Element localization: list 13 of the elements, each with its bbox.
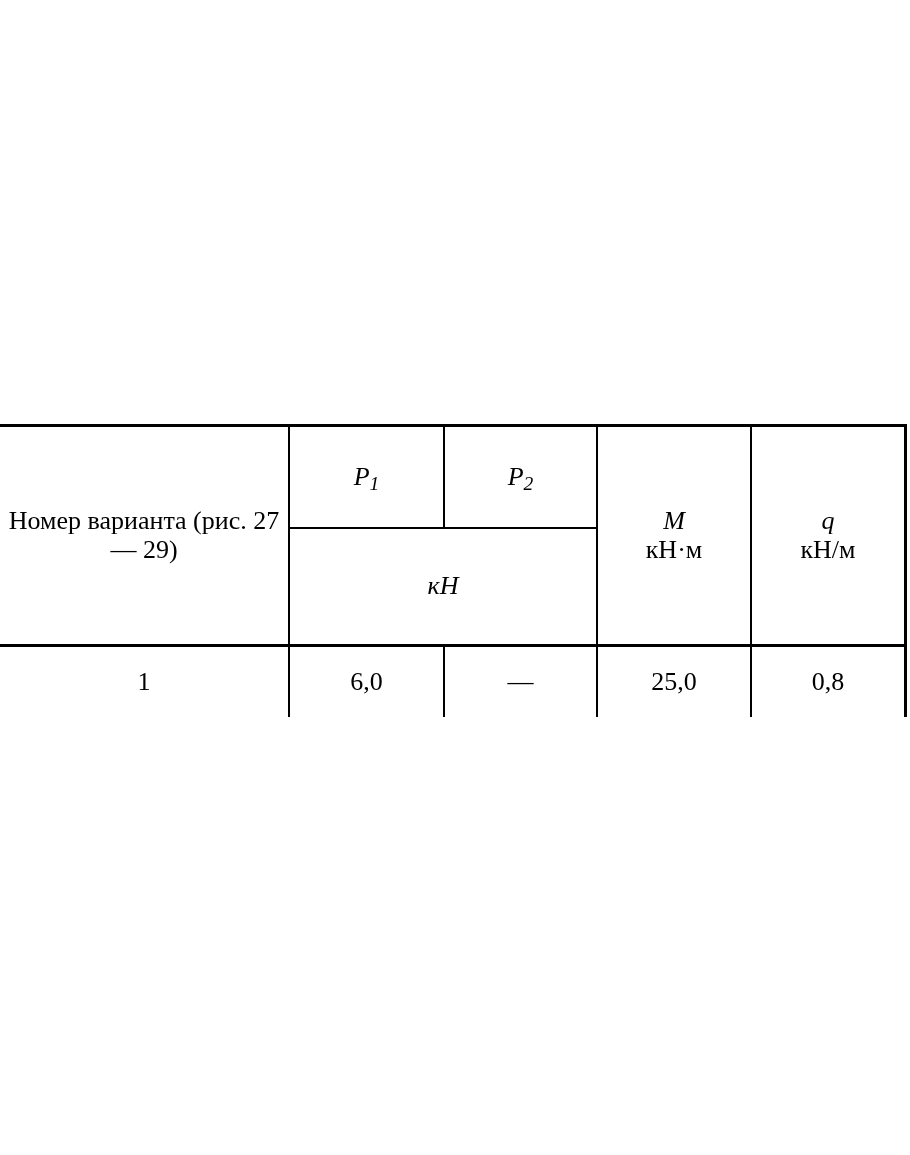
- table-cell-text: P$_{2}$: [507, 462, 534, 492]
- table-cell-text: 25,0: [651, 667, 697, 697]
- table-cell-text: Номер варианта (рис. 27 — 29): [7, 506, 281, 565]
- table-cell-text: кН/м: [800, 535, 856, 565]
- table-cell-text: 1: [137, 667, 151, 697]
- table-cell-text: M: [663, 506, 685, 536]
- table-cell-text: 0,8: [811, 667, 845, 697]
- table-cell-text: q: [821, 506, 835, 536]
- table-cell-text: —: [507, 667, 534, 697]
- table-cell-text: кН·м: [645, 535, 703, 565]
- table-cell-text: 6,0: [350, 667, 383, 697]
- table-cell-text: кН: [427, 572, 459, 601]
- table-cell-text: P$_{1}$: [353, 462, 380, 492]
